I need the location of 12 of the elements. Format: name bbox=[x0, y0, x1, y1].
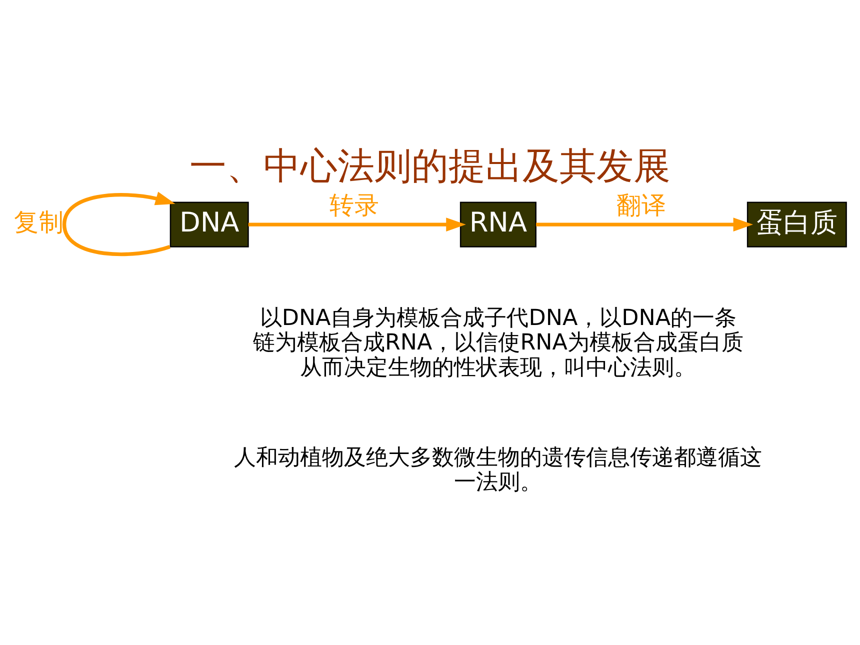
label: 以DNA自身为模板合成子代DNA，以DNA的一条链为模板合成RNA，以信使RNA为模板合成蛋白质从而决定生物的性状表现，叫中心法则。 bbox=[252, 305, 744, 380]
node-box: DNA bbox=[170, 202, 249, 248]
edge-label: 复制 bbox=[14, 208, 64, 237]
edge-label: 翻译 bbox=[616, 190, 667, 220]
edge-label: 转录 bbox=[329, 190, 380, 220]
diagram-title: 一、中心法则的提出及其发展 bbox=[190, 144, 670, 188]
label: 人和动植物及绝大多数微生物的遗传信息传递都遵循这一法则。 bbox=[234, 444, 762, 496]
node-box: 蛋白质 bbox=[746, 202, 847, 248]
node-box: RNA bbox=[460, 202, 536, 248]
arrow bbox=[248, 218, 466, 232]
arrow bbox=[62, 192, 176, 256]
arrow bbox=[536, 218, 754, 232]
